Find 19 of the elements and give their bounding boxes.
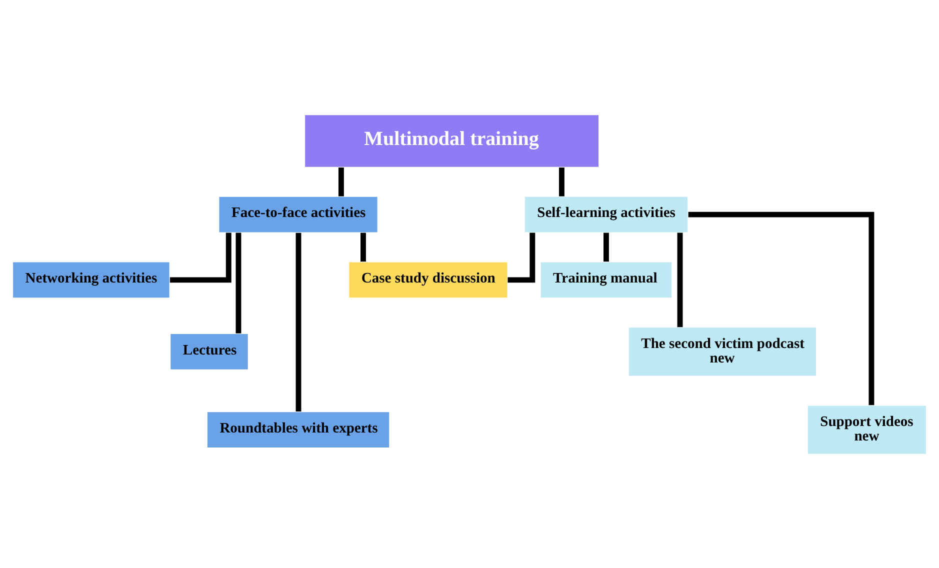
- node-box: Self-learning activities: [524, 195, 688, 233]
- connector: [338, 167, 344, 196]
- connector: [688, 211, 874, 405]
- node-box: Training manual: [540, 260, 673, 298]
- connector: [558, 167, 564, 196]
- connector: [603, 232, 609, 262]
- connector: [236, 232, 242, 333]
- node-box: Roundtables with experts: [206, 410, 390, 448]
- node-box: The second victim podcast new: [628, 326, 817, 376]
- node-box: Support videos new: [806, 404, 927, 454]
- connector: [296, 232, 302, 412]
- connector: [170, 232, 232, 282]
- node-box: Lectures: [170, 332, 249, 370]
- node-box: Networking activities: [12, 260, 170, 298]
- connector: [677, 232, 683, 327]
- node-box: Face-to-face activities: [218, 195, 378, 233]
- node-box: Multimodal training: [304, 114, 600, 168]
- node-box: Case study discussion: [348, 260, 508, 298]
- connector: [360, 232, 366, 262]
